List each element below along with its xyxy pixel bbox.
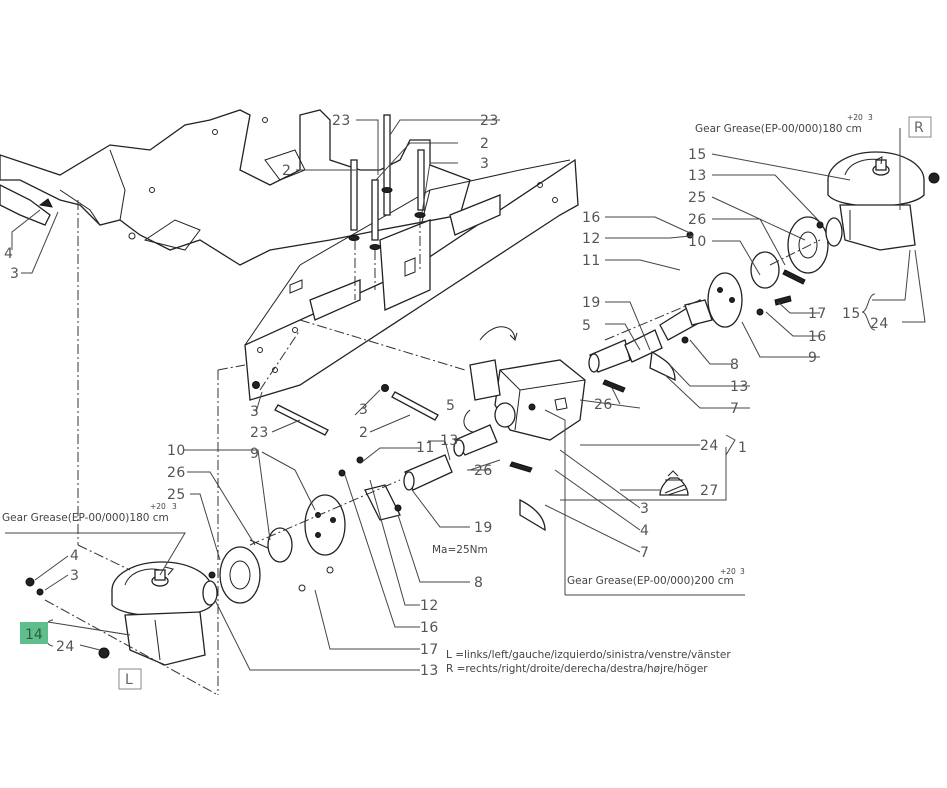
callout-1: 1 — [738, 440, 747, 456]
callout-3: 3 — [359, 402, 368, 418]
callout-8: 8 — [474, 575, 483, 591]
left-blade-gearbox — [25, 561, 218, 666]
callout-2: 2 — [282, 163, 291, 179]
callout-15: 15 — [842, 306, 861, 322]
callout-4: 4 — [4, 246, 13, 262]
callout-25: 25 — [688, 190, 707, 206]
assembly-lines — [44, 200, 821, 696]
callout-13: 13 — [730, 379, 749, 395]
callout-3: 3 — [70, 568, 79, 584]
callout-2: 2 — [480, 136, 489, 152]
callout-12: 12 — [582, 231, 601, 247]
callout-5: 5 — [582, 318, 591, 334]
callout-25: 25 — [167, 487, 186, 503]
svg-text:Gear Grease(EP-00/000)180 cm: Gear Grease(EP-00/000)180 cm — [2, 512, 169, 524]
callout-26: 26 — [474, 463, 493, 479]
callout-19: 19 — [582, 295, 601, 311]
svg-text:L: L — [125, 672, 133, 688]
callout-10: 10 — [167, 443, 186, 459]
svg-text:3: 3 — [740, 567, 745, 576]
callout-26: 26 — [688, 212, 707, 228]
callout-13: 13 — [420, 663, 439, 679]
bolt-lower — [252, 329, 439, 436]
callout-26: 26 — [594, 397, 613, 413]
gearbox-support-beam — [244, 158, 579, 401]
grease-note-center: Gear Grease(EP-00/000)200 cm +20 3 — [567, 567, 745, 587]
svg-text:3: 3 — [172, 502, 177, 511]
callout-4: 4 — [70, 548, 79, 564]
callout-3: 3 — [10, 266, 19, 282]
right-output-shaft — [588, 216, 829, 393]
callout-16: 16 — [420, 620, 439, 636]
side-box-left: L — [118, 668, 142, 690]
callout-16: 16 — [808, 329, 827, 345]
brace-15-24 — [861, 293, 876, 331]
callout-24: 24 — [700, 438, 719, 454]
side-legend: L =links/left/gauche/izquierdo/sinistra/… — [446, 649, 731, 675]
callout-23: 23 — [250, 425, 269, 441]
callout-8: 8 — [730, 357, 739, 373]
callout-7: 7 — [640, 545, 649, 561]
callout-16: 16 — [582, 210, 601, 226]
callout-13: 13 — [440, 433, 459, 449]
svg-text:R: R — [914, 120, 924, 136]
part-14-highlight[interactable]: 14 — [20, 622, 48, 644]
callout-9: 9 — [250, 446, 259, 462]
grease-bag-27 — [659, 470, 689, 496]
callout-19: 19 — [474, 520, 493, 536]
svg-text:3: 3 — [868, 113, 873, 122]
callout-27: 27 — [700, 483, 719, 499]
brace-1 — [725, 434, 736, 456]
legend-left: L =links/left/gauche/izquierdo/sinistra/… — [446, 649, 731, 661]
svg-text:+20: +20 — [150, 502, 166, 511]
callout-4: 4 — [640, 523, 649, 539]
callout-24: 24 — [56, 639, 75, 655]
callout-11: 11 — [582, 253, 601, 269]
legend-right: R =rechts/right/droite/derecha/destra/hø… — [446, 663, 708, 675]
svg-text:+20: +20 — [847, 113, 863, 122]
callout-2: 2 — [359, 425, 368, 441]
svg-text:Gear Grease(EP-00/000)200 cm: Gear Grease(EP-00/000)200 cm — [567, 575, 734, 587]
svg-text:Gear Grease(EP-00/000)180 cm: Gear Grease(EP-00/000)180 cm — [695, 123, 862, 135]
callout-14: 14 — [25, 627, 43, 643]
callout-3: 3 — [640, 501, 649, 517]
bolt-23-group — [348, 114, 426, 300]
leader-lines — [5, 119, 926, 671]
svg-text:+20: +20 — [720, 567, 736, 576]
callout-labels: 23 23 2 3 2 4 3 15 13 25 26 10 16 12 11 … — [4, 113, 889, 679]
torque-note: Ma=25Nm — [432, 544, 488, 556]
callout-12: 12 — [420, 598, 439, 614]
callout-5: 5 — [446, 398, 455, 414]
callout-9: 9 — [808, 350, 817, 366]
callout-26: 26 — [167, 465, 186, 481]
callout-7: 7 — [730, 401, 739, 417]
callout-23: 23 — [332, 113, 351, 129]
central-gearbox — [463, 326, 586, 441]
grease-note-left: Gear Grease(EP-00/000)180 cm +20 3 — [2, 502, 177, 524]
callout-17: 17 — [420, 642, 439, 658]
callout-17: 17 — [808, 306, 827, 322]
callout-23: 23 — [480, 113, 499, 129]
callout-24: 24 — [870, 316, 889, 332]
grease-note-right: Gear Grease(EP-00/000)180 cm +20 3 — [695, 113, 873, 135]
callout-3: 3 — [480, 156, 489, 172]
callout-13: 13 — [688, 168, 707, 184]
callout-11: 11 — [416, 440, 435, 456]
callout-10: 10 — [688, 234, 707, 250]
callout-3: 3 — [250, 404, 259, 420]
right-blade-gearbox — [825, 151, 940, 251]
callout-15: 15 — [688, 147, 707, 163]
side-box-right: R — [908, 116, 932, 138]
